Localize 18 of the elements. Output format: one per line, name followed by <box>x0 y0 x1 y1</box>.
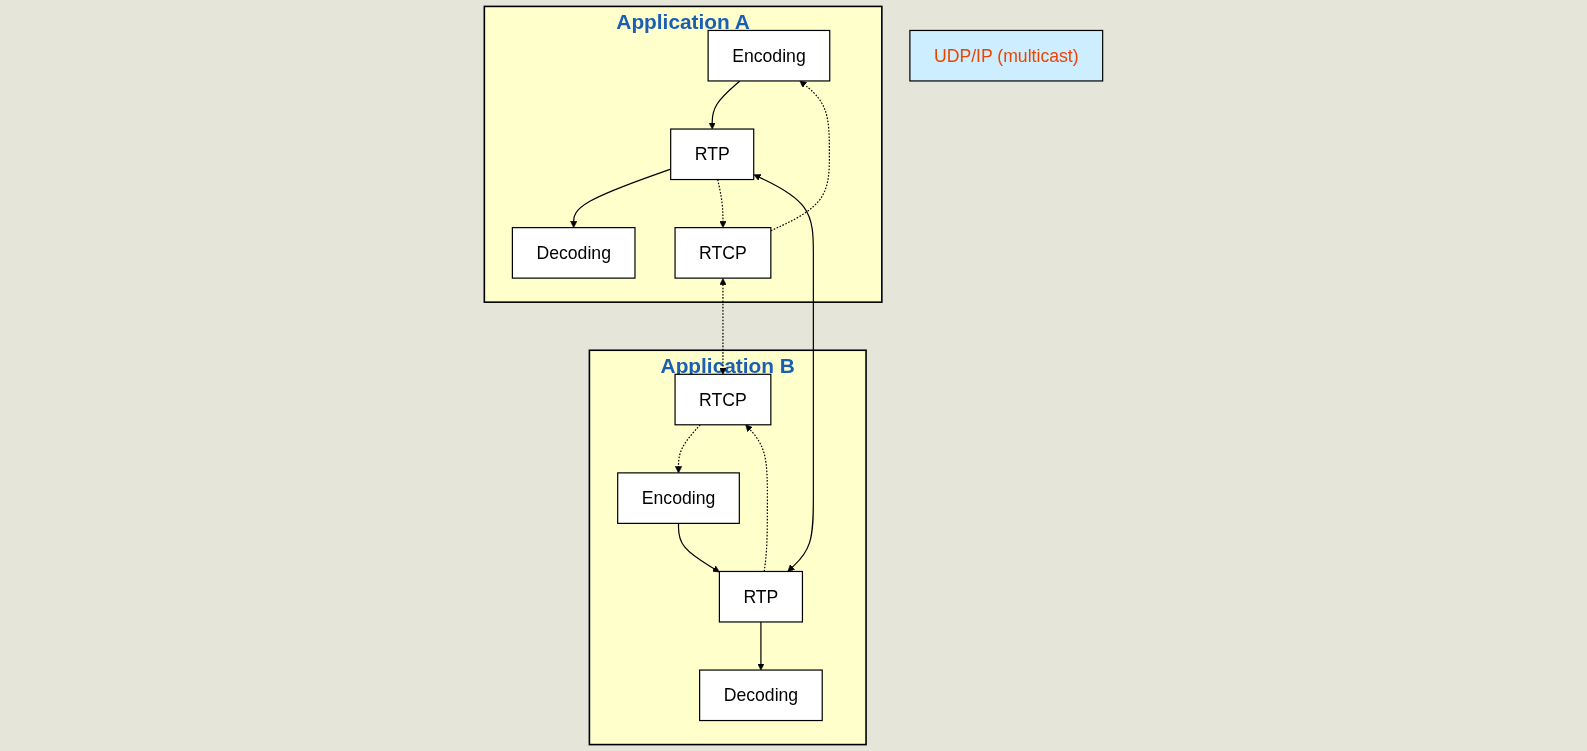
node-box: RTP <box>670 128 755 181</box>
arrow <box>757 621 765 671</box>
arrow <box>675 424 701 474</box>
node-box: UDP/IP (multicast) <box>909 29 1104 82</box>
arrow <box>719 278 727 375</box>
arrow <box>770 80 830 232</box>
arrow <box>745 424 768 573</box>
arrow <box>677 522 720 573</box>
node-box: Encoding <box>617 472 740 524</box>
node-box: Decoding <box>699 669 823 722</box>
node-box: RTCP <box>674 373 772 426</box>
node-box: Decoding <box>511 227 636 279</box>
arrow <box>753 174 814 572</box>
node-box: RTCP <box>674 227 772 279</box>
node-box: Encoding <box>707 29 831 82</box>
arrow <box>717 178 727 228</box>
arrow <box>708 80 741 130</box>
node-box: RTP <box>718 570 804 623</box>
